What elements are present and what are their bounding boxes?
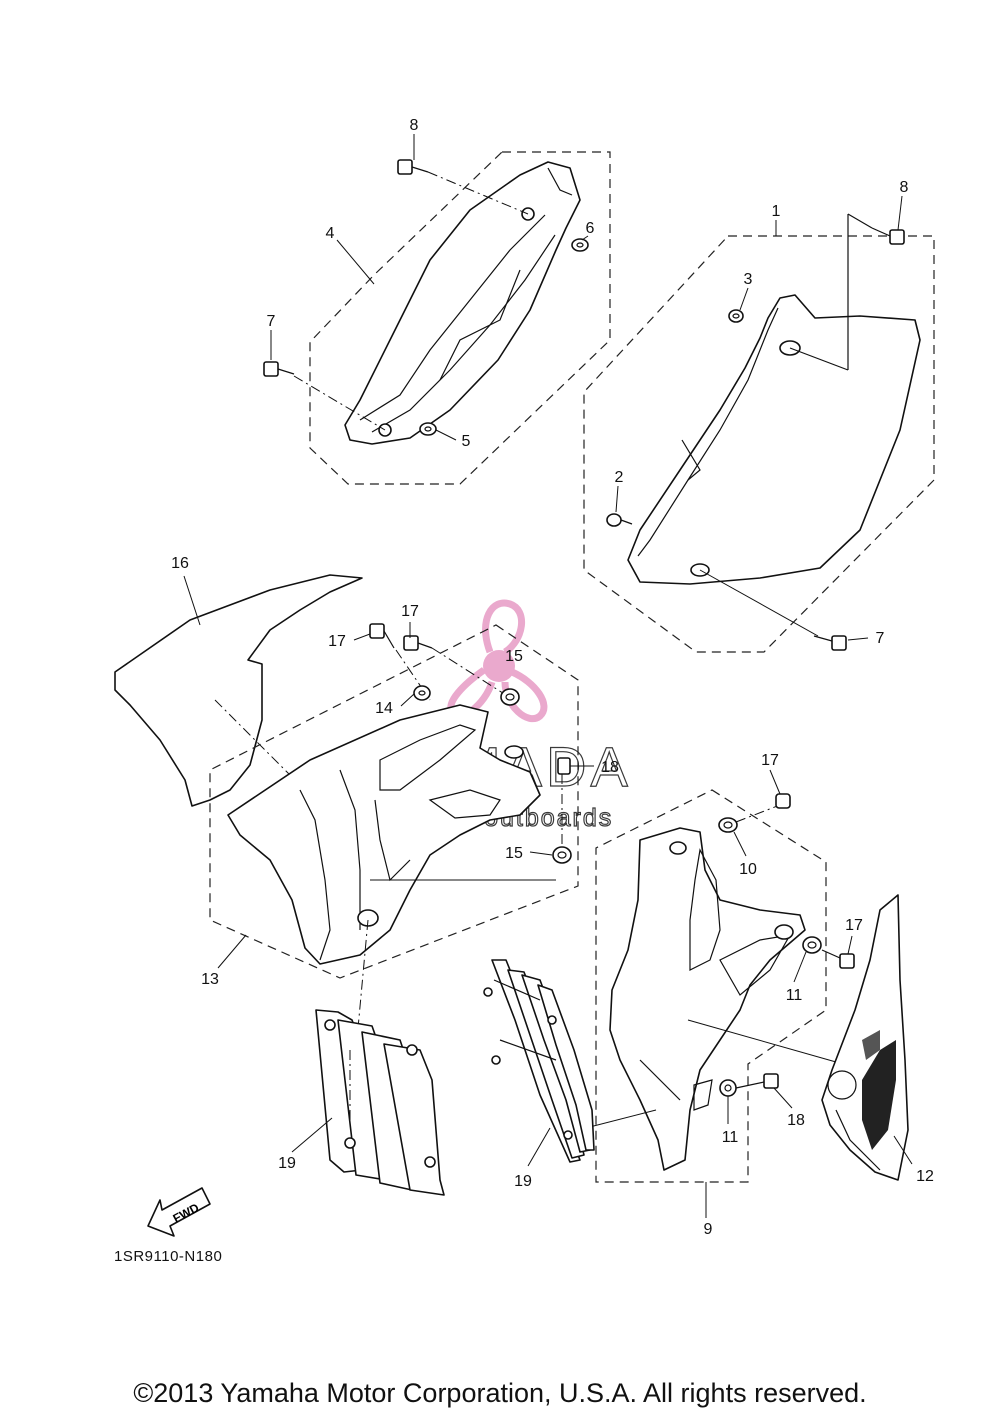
callout-7a: 7 bbox=[267, 313, 276, 330]
group-box-1 bbox=[583, 235, 935, 653]
callout-7b: 7 bbox=[876, 630, 885, 647]
bolt-7b bbox=[699, 569, 847, 651]
part-19b-louver bbox=[483, 959, 595, 1163]
callout-19a: 19 bbox=[278, 1155, 296, 1172]
washer-10 bbox=[718, 804, 781, 833]
part-12-decal bbox=[821, 894, 909, 1181]
propeller-logo bbox=[447, 599, 548, 723]
bolt-8b bbox=[847, 213, 905, 245]
callout-18a: 18 bbox=[601, 759, 619, 776]
washer-5 bbox=[419, 422, 437, 436]
callout-3: 3 bbox=[744, 271, 753, 288]
callout-11a: 11 bbox=[786, 987, 803, 1004]
bolt-17d bbox=[821, 949, 855, 969]
callout-17d: 17 bbox=[845, 917, 863, 934]
callout-8a: 8 bbox=[410, 117, 419, 134]
callout-numbers: 8 4 6 7 5 8 1 3 2 7 16 17 17 15 14 18 15… bbox=[171, 117, 934, 1238]
guide-line-9 bbox=[687, 1019, 837, 1063]
callout-15a: 15 bbox=[505, 648, 523, 665]
bolt-17a bbox=[369, 623, 431, 701]
callout-4: 4 bbox=[326, 225, 335, 242]
grommet-14 bbox=[413, 685, 431, 701]
diagram-code: 1SR9110-N180 bbox=[114, 1248, 223, 1265]
bolt-7a bbox=[263, 361, 386, 431]
callout-16: 16 bbox=[171, 555, 189, 572]
callout-19b: 19 bbox=[514, 1173, 532, 1190]
grommet-15b bbox=[552, 846, 572, 864]
callout-8b: 8 bbox=[900, 179, 909, 196]
callout-12: 12 bbox=[916, 1168, 934, 1185]
fwd-arrow-icon: FWD bbox=[147, 1187, 211, 1237]
callout-17b: 17 bbox=[401, 603, 419, 620]
washer-2 bbox=[606, 513, 633, 527]
callout-6: 6 bbox=[586, 220, 595, 237]
callout-11b: 11 bbox=[722, 1129, 739, 1146]
washer-11b bbox=[719, 1079, 737, 1097]
callout-13: 13 bbox=[201, 971, 219, 988]
bolt-18b bbox=[735, 1073, 779, 1089]
bolt-18a bbox=[557, 757, 594, 845]
callout-leaders bbox=[183, 134, 913, 1218]
callout-5: 5 bbox=[462, 433, 471, 450]
part-4-side-rail bbox=[344, 161, 581, 445]
group-box-4 bbox=[309, 151, 611, 485]
callout-15b: 15 bbox=[505, 845, 523, 862]
bolt-17b bbox=[403, 635, 507, 696]
copyright-notice: ©2013 Yamaha Motor Corporation, U.S.A. A… bbox=[133, 1378, 867, 1408]
part-9-front-shroud bbox=[609, 827, 806, 1171]
callout-17c: 17 bbox=[761, 752, 779, 769]
callout-2: 2 bbox=[615, 469, 624, 486]
group-box-13 bbox=[209, 624, 579, 979]
callout-18b: 18 bbox=[787, 1112, 805, 1129]
part-13-shroud bbox=[227, 704, 541, 965]
callout-1: 1 bbox=[772, 203, 781, 220]
callout-14: 14 bbox=[375, 700, 393, 717]
grommet-15a bbox=[500, 688, 520, 706]
washer-11a bbox=[802, 936, 822, 954]
bolt-8a bbox=[397, 159, 529, 215]
callout-10: 10 bbox=[739, 861, 757, 878]
callout-17a: 17 bbox=[328, 633, 346, 650]
part-19a-louver bbox=[315, 1009, 445, 1196]
group-box-9 bbox=[595, 789, 827, 1183]
washer-6 bbox=[571, 238, 589, 252]
washer-3 bbox=[728, 309, 744, 323]
callout-9: 9 bbox=[704, 1221, 713, 1238]
part-1-side-cover bbox=[627, 214, 921, 585]
bolt-17c bbox=[775, 793, 791, 809]
